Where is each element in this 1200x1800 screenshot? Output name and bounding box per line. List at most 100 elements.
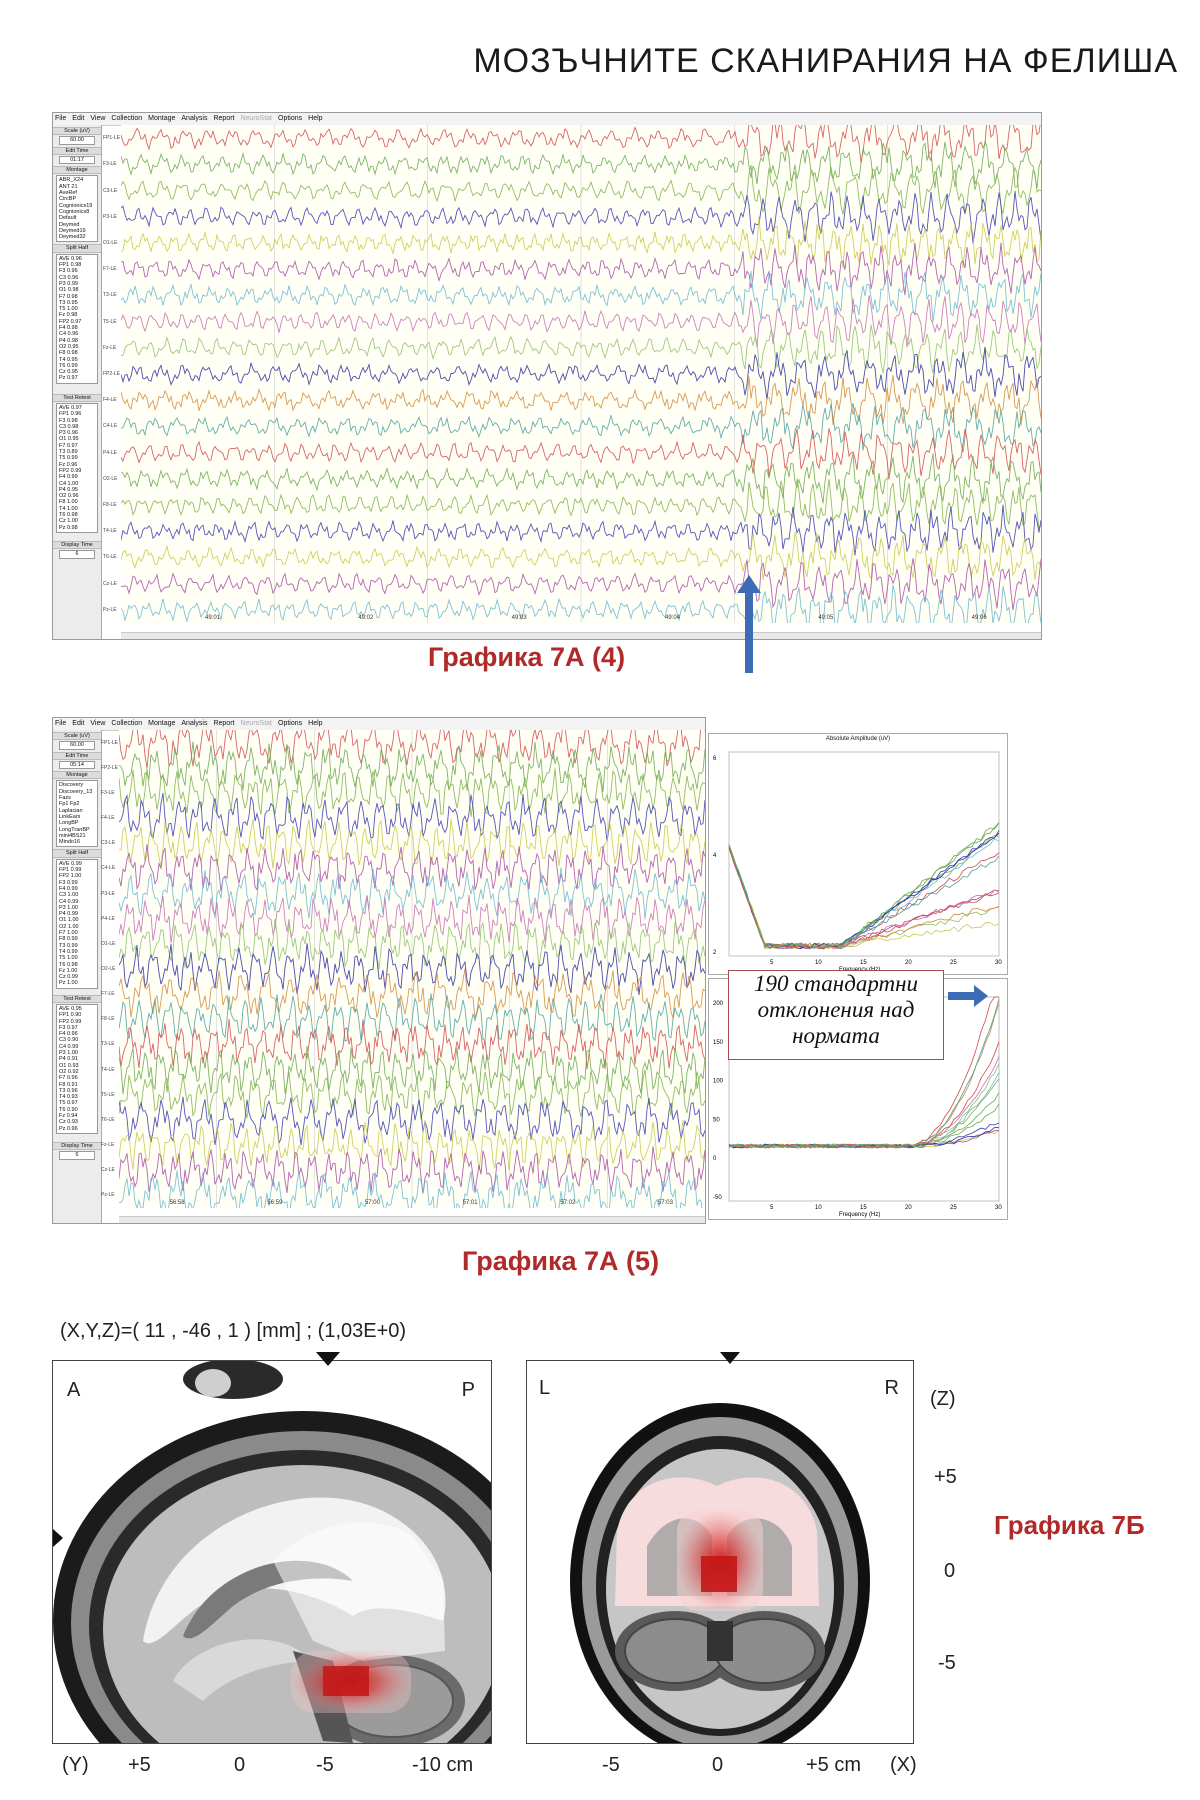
- test-retest-item[interactable]: F7 0.97: [59, 442, 78, 449]
- split-half-item[interactable]: F3 0.99: [59, 879, 78, 886]
- test-retest-item[interactable]: O1 0.95: [59, 436, 79, 443]
- menu-item-neurostat[interactable]: NeuroStat: [240, 720, 273, 727]
- montage-item[interactable]: Fazs: [59, 795, 71, 802]
- menu-item-view[interactable]: View: [90, 720, 106, 727]
- test-retest-item[interactable]: Cz 1.00: [59, 518, 78, 525]
- menu-item-analysis[interactable]: Analysis: [181, 115, 208, 122]
- split-half-item[interactable]: F3 0.96: [59, 268, 78, 275]
- split-half-item[interactable]: Cz 0.99: [59, 974, 78, 981]
- test-retest-item[interactable]: T3 0.96: [59, 1087, 78, 1094]
- split-half-item[interactable]: O2 1.00: [59, 923, 79, 930]
- split-half-item[interactable]: T3 0.99: [59, 942, 78, 949]
- montage-item[interactable]: Laplacian: [59, 807, 83, 814]
- menu-item-montage[interactable]: Montage: [148, 720, 176, 727]
- split-half-item[interactable]: P3 0.99: [59, 280, 78, 287]
- split-half-item[interactable]: AVE 0.99: [59, 860, 82, 867]
- test-retest-item[interactable]: T6 0.90: [59, 1106, 78, 1113]
- montage-item[interactable]: AveRef: [59, 190, 77, 197]
- test-retest-item[interactable]: T3 0.89: [59, 449, 78, 456]
- montage-item[interactable]: LongTranBP: [59, 826, 90, 833]
- test-retest-item[interactable]: F7 0.96: [59, 1075, 78, 1082]
- montage-item[interactable]: LongBP: [59, 820, 79, 827]
- menu-item-collection[interactable]: Collection: [111, 720, 143, 727]
- montage-item[interactable]: Cognionics8: [59, 208, 90, 215]
- edit-time-input[interactable]: 05:14: [59, 760, 95, 770]
- split-half-item[interactable]: F4 0.98: [59, 325, 78, 332]
- split-half-item[interactable]: T5 1.00: [59, 955, 78, 962]
- montage-item[interactable]: Discovery: [59, 782, 84, 789]
- split-half-item[interactable]: Fz 1.00: [59, 967, 78, 974]
- split-half-item[interactable]: P4 0.99: [59, 911, 78, 918]
- test-retest-item[interactable]: Cz 0.93: [59, 1119, 78, 1126]
- test-retest-item[interactable]: AVE 0.97: [59, 404, 82, 411]
- menu-item-analysis[interactable]: Analysis: [181, 720, 208, 727]
- split-half-item[interactable]: T5 1.00: [59, 306, 78, 313]
- montage-item[interactable]: Deymed32: [59, 234, 86, 241]
- split-half-item[interactable]: C3 0.96: [59, 274, 79, 281]
- split-half-item[interactable]: Cz 0.95: [59, 369, 78, 376]
- split-half-item[interactable]: T6 0.98: [59, 961, 78, 968]
- montage-item[interactable]: Discovery_13: [59, 788, 93, 795]
- montage-item[interactable]: Cognionics19: [59, 202, 93, 209]
- display-time-input[interactable]: 6: [59, 550, 95, 559]
- test-retest-item[interactable]: O2 0.92: [59, 1068, 79, 1075]
- split-half-item[interactable]: FP2 0.97: [59, 318, 82, 325]
- test-retest-item[interactable]: P3 1.00: [59, 1050, 78, 1057]
- test-retest-item[interactable]: P3 0.96: [59, 430, 78, 437]
- montage-item[interactable]: LinkEars: [59, 813, 81, 820]
- test-retest-item[interactable]: T6 0.98: [59, 512, 78, 519]
- split-half-item[interactable]: O1 1.00: [59, 917, 79, 924]
- split-half-item[interactable]: F8 0.98: [59, 350, 78, 357]
- split-half-item[interactable]: AVE 0.96: [59, 255, 82, 262]
- test-retest-item[interactable]: F4 0.96: [59, 1031, 78, 1038]
- split-half-item[interactable]: F4 0.99: [59, 885, 78, 892]
- test-retest-item[interactable]: C3 0.90: [59, 1037, 79, 1044]
- split-half-item[interactable]: T4 0.99: [59, 948, 78, 955]
- test-retest-item[interactable]: F4 0.99: [59, 474, 78, 481]
- split-half-item[interactable]: FP1 0.99: [59, 867, 82, 874]
- split-half-item[interactable]: Pz 0.97: [59, 375, 78, 382]
- test-retest-item[interactable]: T5 0.97: [59, 1100, 78, 1107]
- montage-item[interactable]: ANT 21: [59, 183, 78, 190]
- menu-item-help[interactable]: Help: [308, 720, 323, 727]
- split-half-item[interactable]: Fz 0.98: [59, 312, 78, 319]
- display-time-input[interactable]: 6: [59, 1151, 95, 1160]
- edit-time-input[interactable]: 01:17: [59, 155, 95, 165]
- menu-item-collection[interactable]: Collection: [111, 115, 143, 122]
- menu-item-neurostat[interactable]: NeuroStat: [240, 115, 273, 122]
- split-half-item[interactable]: C4 0.99: [59, 898, 79, 905]
- split-half-item[interactable]: FP2 1.00: [59, 873, 82, 880]
- test-retest-item[interactable]: FP1 0.90: [59, 1012, 82, 1019]
- menu-item-edit[interactable]: Edit: [72, 115, 85, 122]
- montage-item[interactable]: Default: [59, 215, 77, 222]
- montage-item[interactable]: Mindo16: [59, 839, 81, 846]
- split-half-item[interactable]: O1 0.98: [59, 287, 79, 294]
- menu-item-options[interactable]: Options: [278, 720, 303, 727]
- split-half-item[interactable]: F8 0.99: [59, 936, 78, 943]
- test-retest-item[interactable]: FP1 0.96: [59, 411, 82, 418]
- test-retest-item[interactable]: Pz 0.98: [59, 524, 78, 531]
- test-retest-item[interactable]: T4 1.00: [59, 505, 78, 512]
- menu-item-edit[interactable]: Edit: [72, 720, 85, 727]
- test-retest-item[interactable]: C4 1.00: [59, 480, 79, 487]
- test-retest-item[interactable]: P4 0.95: [59, 486, 78, 493]
- montage-item[interactable]: ABR_X24: [59, 177, 84, 184]
- montage-item[interactable]: Deymed: [59, 221, 80, 228]
- horizontal-scrollbar[interactable]: [121, 632, 1041, 639]
- test-retest-item[interactable]: Fz 0.96: [59, 461, 78, 468]
- menu-item-file[interactable]: File: [55, 720, 67, 727]
- test-retest-item[interactable]: C4 0.99: [59, 1043, 79, 1050]
- split-half-item[interactable]: F7 1.00: [59, 930, 78, 937]
- test-retest-item[interactable]: P4 0.91: [59, 1056, 78, 1063]
- split-half-item[interactable]: T4 0.95: [59, 356, 78, 363]
- test-retest-item[interactable]: F3 0.98: [59, 417, 78, 424]
- test-retest-item[interactable]: Pz 0.96: [59, 1125, 78, 1132]
- split-half-item[interactable]: O2 0.95: [59, 343, 79, 350]
- horizontal-scrollbar[interactable]: [119, 1216, 705, 1223]
- montage-item[interactable]: Fp1 Fp2: [59, 801, 80, 808]
- test-retest-item[interactable]: T4 0.93: [59, 1094, 78, 1101]
- montage-item[interactable]: Deymed19: [59, 227, 86, 234]
